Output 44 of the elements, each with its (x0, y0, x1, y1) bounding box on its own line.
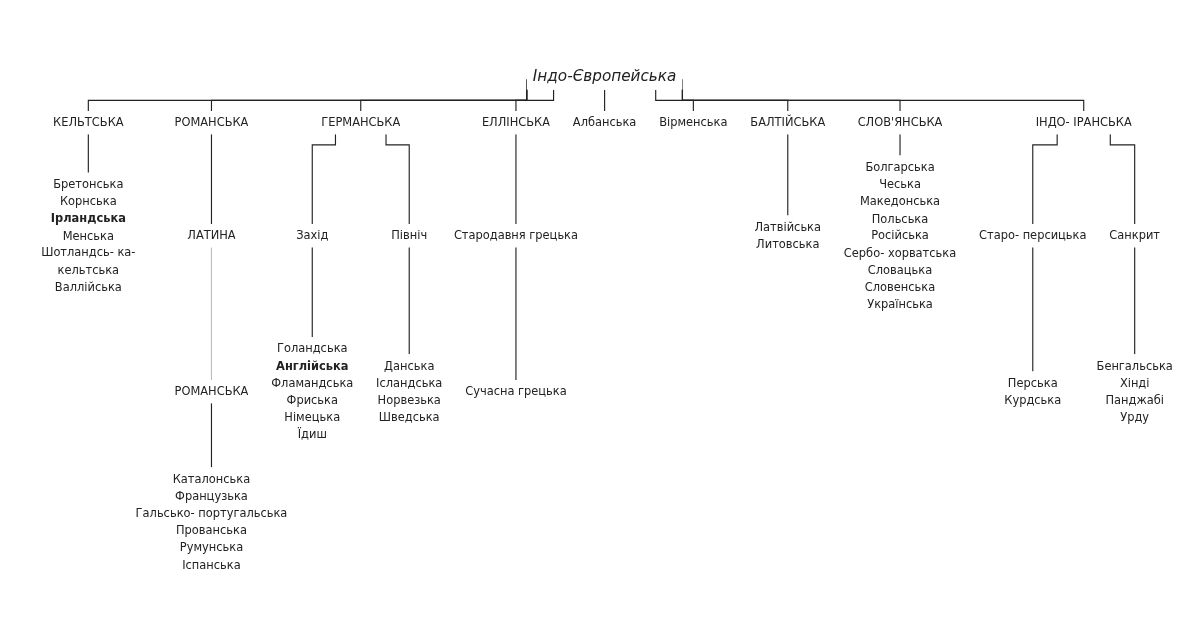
connector (385, 133, 410, 225)
connector (311, 246, 313, 338)
node-text: Північ (391, 228, 428, 243)
connector (1134, 246, 1136, 355)
node-text: Сучасна грецька (465, 384, 567, 399)
node-text: КЕЛЬТСЬКА (53, 115, 124, 130)
node-text: Болгарська Чеська Македонська Польська Російська Сербо- хорватська Словацька Словенська Українська (843, 160, 957, 311)
connector (787, 133, 789, 217)
connector (210, 246, 213, 381)
connector (515, 246, 517, 381)
node-text: Старо- персицька (979, 228, 1087, 243)
node-text: Бретонська Корнська Ірландська Менська Шотландсь- ка-кельтська Валлійська (41, 177, 136, 294)
connector (655, 89, 694, 112)
connector (604, 89, 606, 112)
node-text: Захід (296, 228, 329, 243)
node-text: ЕЛЛІНСЬКА (481, 115, 550, 130)
node-text: ЛАТИНА (187, 228, 236, 243)
connector (1109, 133, 1136, 225)
node-text: Індо-Європейська (532, 66, 677, 85)
node-text: Данська Ісландська Норвезька Шведська (376, 358, 443, 424)
node-text: РОМАНСЬКА (174, 384, 249, 399)
connector (515, 89, 555, 112)
connector (1032, 133, 1058, 225)
node-text: Санкрит (1109, 228, 1161, 243)
connector (515, 133, 517, 225)
node-text: Перська Курдська (1004, 375, 1062, 407)
connector (408, 246, 410, 355)
node-text: Каталонська Французька Гальсько- португальська Прованська Румунська Іспанська (135, 471, 288, 572)
node-text: Стародавня грецька (453, 228, 579, 243)
connector (210, 402, 213, 468)
node-text: Бенгальська Хінді Панджабі Урду (1096, 358, 1173, 424)
connector (311, 133, 337, 225)
node-text: РОМАНСЬКА (174, 115, 249, 130)
node-text: СЛОВ'ЯНСЬКА (857, 115, 943, 130)
connector (210, 133, 213, 225)
node-text: БАЛТІЙСЬКА (750, 115, 826, 130)
node-text: Албанська (572, 115, 637, 130)
node-text: ІНДО- ІРАНСЬКА (1035, 115, 1132, 130)
connector (87, 133, 89, 174)
node-text: Голандська Англійська Фламандська Фриська Німецька Їдиш (271, 341, 354, 442)
connector (1032, 246, 1034, 372)
node-text: ГЕРМАНСЬКА (321, 115, 401, 130)
node-text: Латвійська Литовська (754, 220, 822, 251)
node-text: Вірменська (659, 115, 728, 130)
